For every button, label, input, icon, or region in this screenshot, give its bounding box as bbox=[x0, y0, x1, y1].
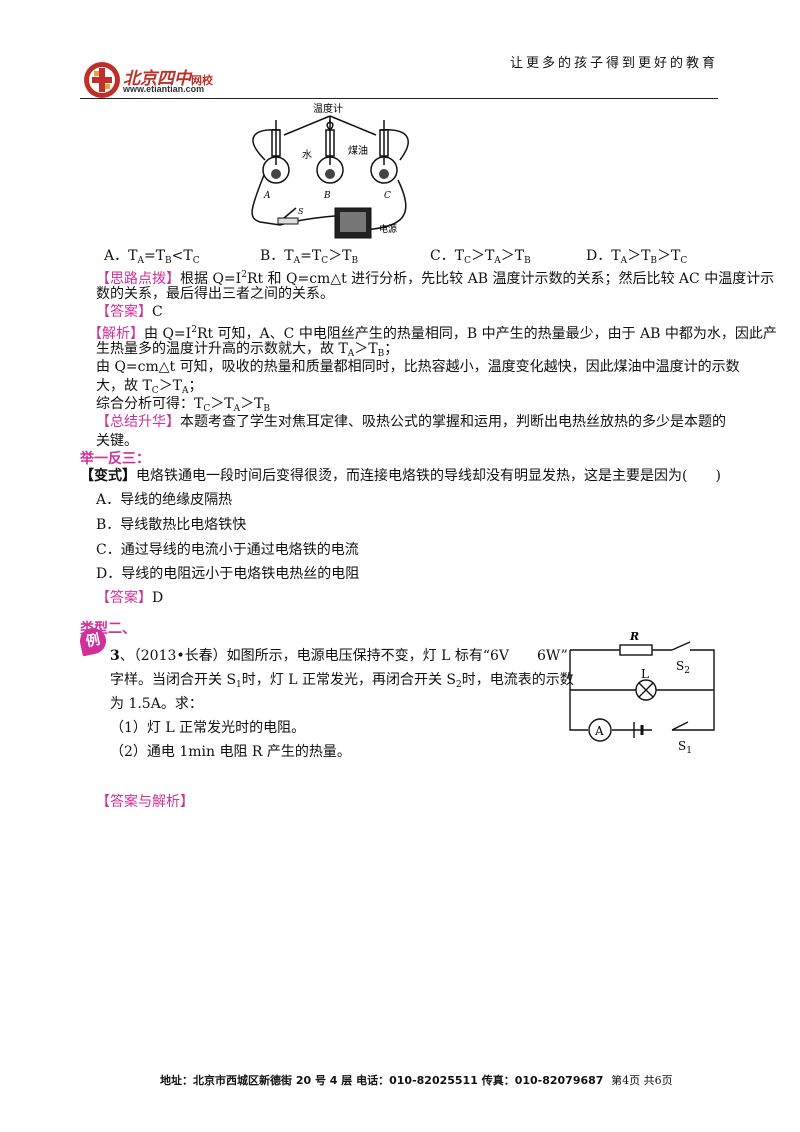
q3-stem-1: 3、（2013•长春）如图所示，电源电压保持不变，灯 L 标有“6V 6W” bbox=[110, 648, 568, 664]
variant-option-b: B．导线散热比电烙铁快 bbox=[96, 517, 247, 533]
q3-answer-tag: 【答案与解析】 bbox=[96, 794, 194, 810]
footer-page: 第4页 共6页 bbox=[611, 1074, 673, 1087]
idea-tag: 【思路点拨】 bbox=[96, 271, 180, 287]
ammeter-label: A bbox=[594, 724, 604, 738]
summary-line-1: 【总结升华】本题考查了学生对焦耳定律、吸热公式的掌握和运用，判断出电热丝放热的多… bbox=[96, 414, 726, 430]
summary-line-2: 关键。 bbox=[96, 433, 138, 449]
option-b: B．TA=TC＞TB bbox=[260, 248, 359, 266]
variant-option-d: D．导线的电阻远小于电烙铁电热丝的电阻 bbox=[96, 566, 360, 582]
variant-tag: 【变式】 bbox=[80, 468, 136, 484]
analysis-line-3: 由 Q=cm△t 可知，吸收的热量和质量都相同时，比热容越小，温度变化越快，因此… bbox=[96, 359, 740, 375]
footer-address: 地址：北京市西城区新德街 20 号 4 层 电话：010-82025511 传真… bbox=[160, 1074, 604, 1087]
section-practice: 举一反三： bbox=[80, 451, 150, 467]
variant-option-a: A．导线的绝缘皮隔热 bbox=[96, 492, 233, 508]
experiment-figure: 温度计 水 煤油 A B C S 电源 bbox=[251, 102, 409, 239]
idea-line-2: 数的关系，最后得出三者之间的关系。 bbox=[96, 286, 334, 302]
option-d: D．TA＞TB＞TC bbox=[586, 248, 688, 266]
q3-stem-2: 字样。当闭合开关 S1时，灯 L 正常发光，再闭合开关 S2时，电流表的示数 bbox=[110, 672, 574, 690]
q3-sub-1: （1）灯 L 正常发光时的电阻。 bbox=[110, 720, 306, 736]
analysis-line-5: 综合分析可得：TC＞TA＞TB bbox=[96, 396, 271, 414]
variant-stem: 【变式】电烙铁通电一段时间后变得很烫，而连接电烙铁的导线却没有明显发热，这是主要… bbox=[80, 468, 721, 484]
switch-label: S bbox=[298, 207, 304, 216]
analysis-line-1: 【解析】由 Q=I2Rt 可知，A、C 中电阻丝产生的热量相同，B 中产生的热量… bbox=[88, 325, 777, 342]
school-logo-icon bbox=[84, 62, 120, 98]
header-slogan: 让更多的孩子得到更好的教育 bbox=[509, 56, 718, 71]
power-supply-icon bbox=[334, 207, 372, 239]
switch2-label: S2 bbox=[676, 659, 690, 676]
logo-url: www.etiantian.com bbox=[123, 84, 205, 94]
header-divider bbox=[80, 98, 718, 99]
oil-label: 煤油 bbox=[348, 144, 368, 157]
circuit-figure: R L A S2 S1 bbox=[569, 630, 715, 755]
water-label: 水 bbox=[302, 149, 312, 161]
lamp-label: L bbox=[641, 667, 649, 681]
logo-text: 北京四中网校 bbox=[123, 69, 213, 89]
power-label: 电源 bbox=[379, 223, 397, 235]
idea-line-1: 【思路点拨】根据 Q=I2Rt 和 Q=cm△t 进行分析，先比较 AB 温度计… bbox=[96, 270, 775, 287]
switch1-label: S1 bbox=[678, 739, 692, 755]
variant-option-c: C．通过导线的电流小于通过电烙铁的电流 bbox=[96, 542, 359, 558]
q3-stem-3: 为 1.5A。求： bbox=[110, 696, 203, 712]
q3-sub-2: （2）通电 1min 电阻 R 产生的热量。 bbox=[110, 744, 351, 760]
variant-answer: 【答案】D bbox=[96, 590, 164, 606]
option-a: A．TA=TB<TC bbox=[104, 248, 200, 266]
resistor-label: R bbox=[629, 630, 639, 643]
analysis-tag: 【解析】 bbox=[88, 326, 144, 342]
analysis-line-2: 生热量多的温度计升高的示数就大，故 TA＞TB； bbox=[96, 341, 399, 359]
page-footer: 地址：北京市西城区新德街 20 号 4 层 电话：010-82025511 传真… bbox=[160, 1072, 673, 1088]
flask-b-label: B bbox=[323, 191, 331, 201]
flask-c-label: C bbox=[384, 191, 391, 201]
flask-a-label: A bbox=[263, 191, 271, 201]
option-c: C．TC＞TA＞TB bbox=[430, 248, 531, 266]
thermometer-label: 温度计 bbox=[313, 102, 343, 115]
answer-line: 【答案】C bbox=[96, 304, 163, 320]
summary-tag: 【总结升华】 bbox=[96, 414, 180, 430]
switch-icon bbox=[277, 207, 299, 225]
analysis-line-4: 大，故 TC＞TA； bbox=[96, 378, 203, 396]
